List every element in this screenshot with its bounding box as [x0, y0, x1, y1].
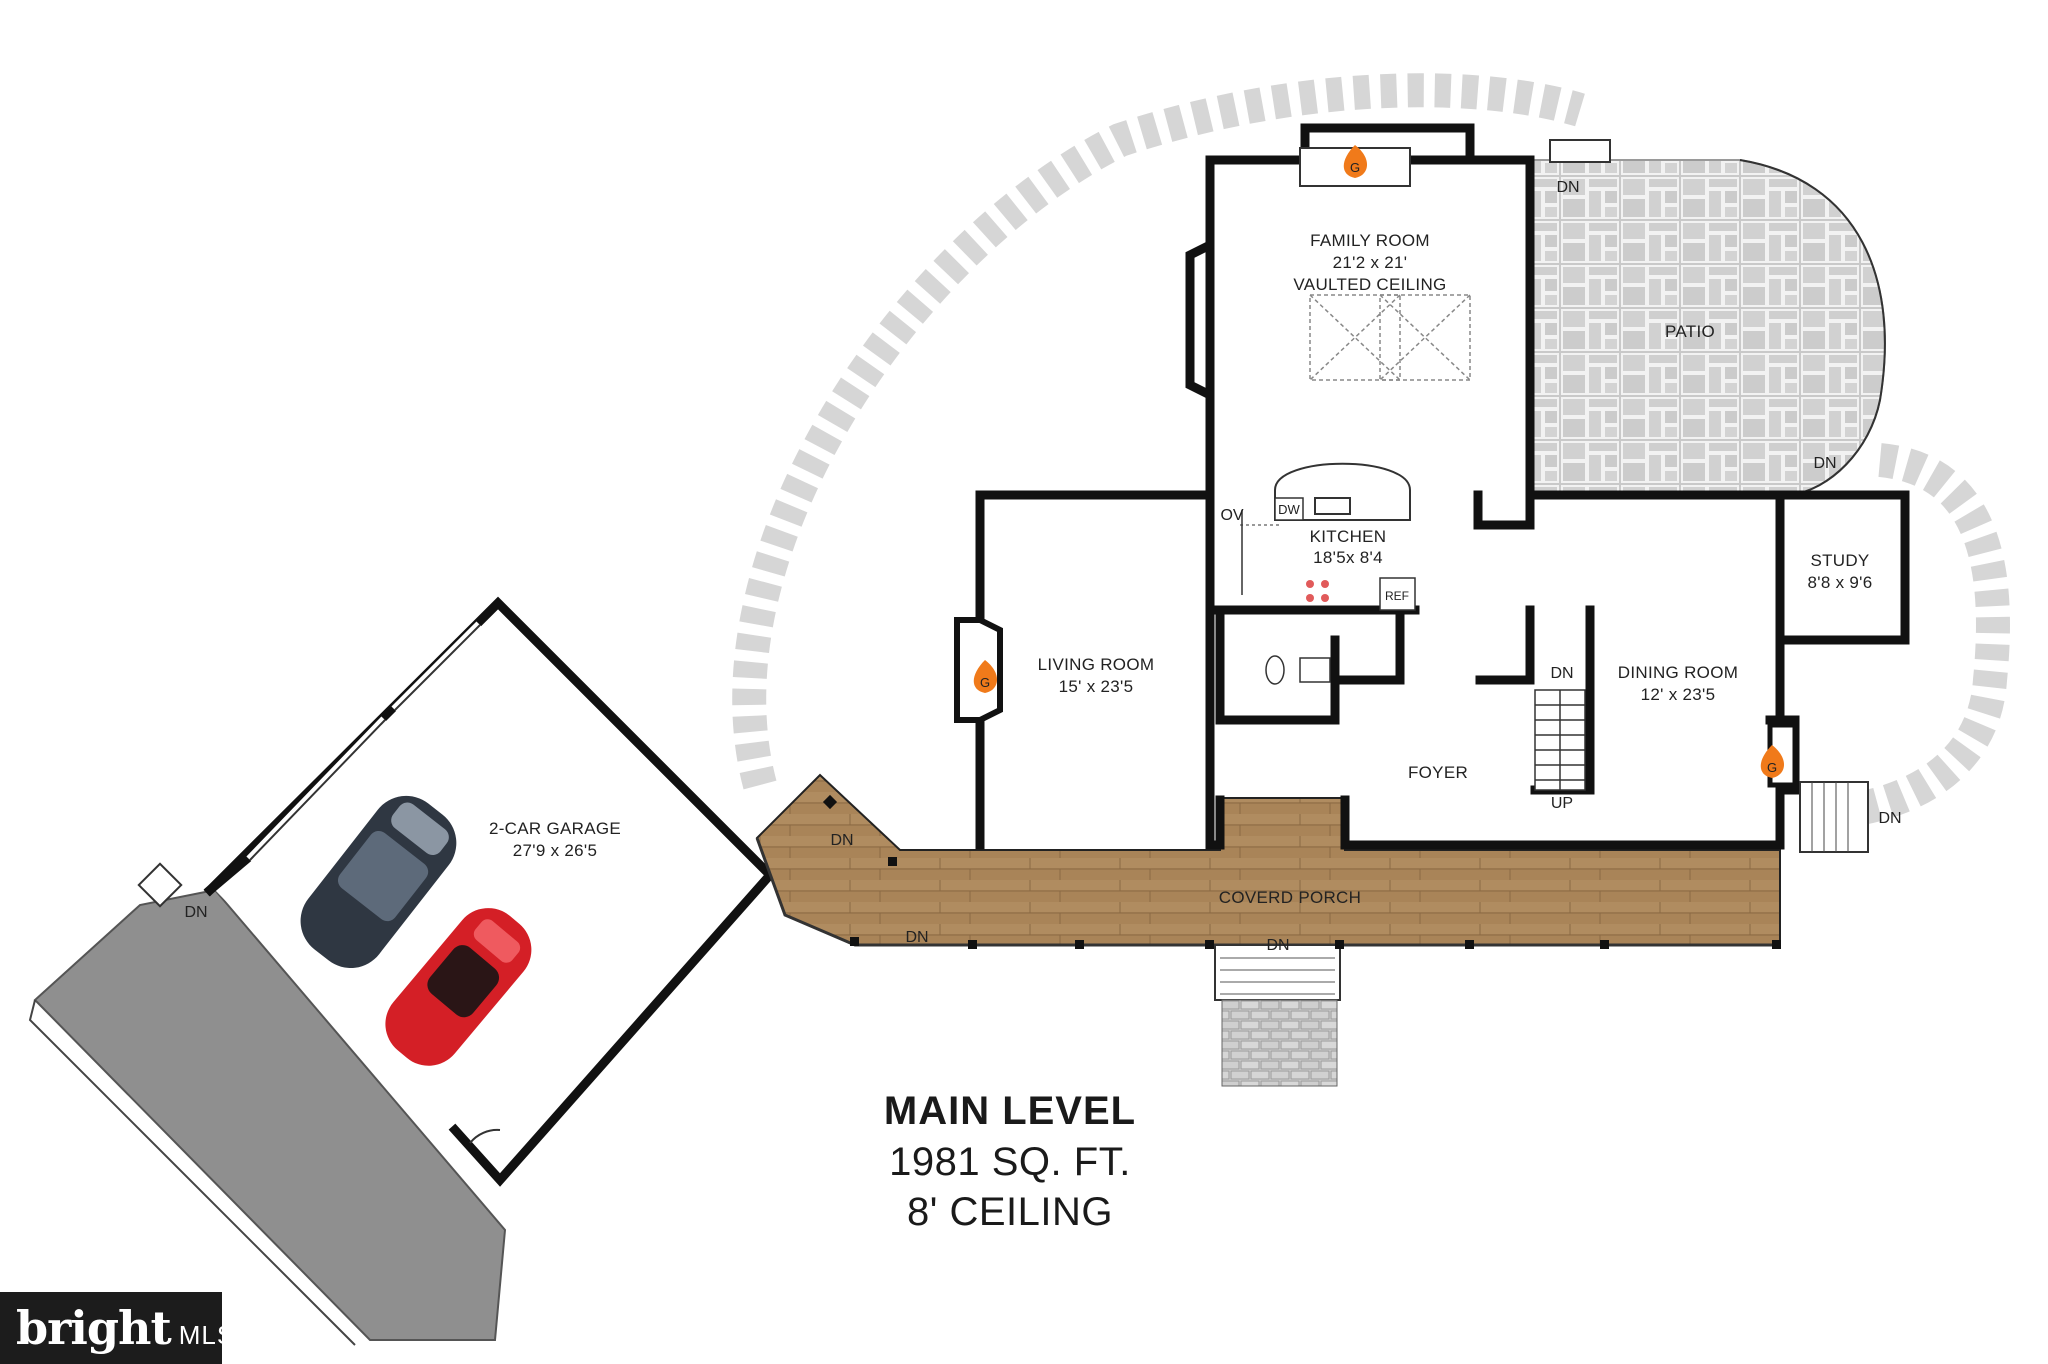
- stair-down-label: DN: [905, 929, 928, 946]
- gas-symbol: G: [1767, 760, 1777, 775]
- stair-down-label: DN: [1550, 665, 1573, 682]
- patio-edge: [1739, 159, 1886, 496]
- family-room-label: FAMILY ROOM: [1310, 231, 1430, 250]
- refrigerator: [1379, 577, 1416, 611]
- mls-watermark-badge: bright MLS: [0, 1292, 234, 1364]
- stair-down-label: DN: [1813, 455, 1836, 472]
- car-red-icon: [385, 908, 532, 1066]
- porch-columns: [822, 794, 1781, 949]
- patio-label: PATIO: [1665, 322, 1715, 341]
- stair-down-label: DN: [184, 904, 207, 921]
- gas-symbol: G: [980, 675, 990, 690]
- oven-label: OV: [1220, 507, 1243, 524]
- living-room-size: 15' x 23'5: [1059, 677, 1134, 696]
- stepping-stone-path-west: [732, 73, 1585, 790]
- family-room-size: 21'2 x 21': [1333, 253, 1408, 272]
- car-dark-icon: [300, 795, 457, 969]
- side-steps: [1799, 781, 1869, 853]
- patio-steps: [1549, 139, 1611, 163]
- kitchen-size: 18'5x 8'4: [1313, 548, 1383, 567]
- dining-room-label: DINING ROOM: [1618, 663, 1738, 682]
- walkway-pavers: [1221, 999, 1338, 1087]
- staircase: [1534, 689, 1586, 791]
- refrigerator-label: REF: [1385, 589, 1409, 603]
- stair-down-label: DN: [1878, 810, 1901, 827]
- porch-label: COVERD PORCH: [1219, 888, 1361, 907]
- stair-down-label: DN: [1266, 937, 1289, 954]
- toilet-icon: [1265, 655, 1285, 685]
- kitchen-label: KITCHEN: [1310, 527, 1387, 546]
- dishwasher-label: DW: [1278, 502, 1300, 517]
- dishwasher: [1274, 497, 1304, 521]
- fireplace-flame-icon: [973, 145, 1785, 778]
- plan-title-block: MAIN LEVEL 1981 SQ. FT. 8' CEILING: [860, 1085, 1160, 1237]
- stepping-stone-path-east: [1847, 443, 2010, 827]
- study-label: STUDY: [1810, 551, 1869, 570]
- sink-icon: [1314, 497, 1351, 515]
- skylights: [1309, 294, 1471, 381]
- garage-label: 2-CAR GARAGE: [489, 819, 621, 838]
- covered-porch: [755, 773, 1781, 946]
- living-room-label: LIVING ROOM: [1038, 655, 1155, 674]
- kitchen-island: [1274, 462, 1411, 521]
- vanity-sink: [1299, 657, 1331, 683]
- badge-brand: bright: [16, 1301, 172, 1355]
- garage-size: 27'9 x 26'5: [513, 841, 597, 860]
- study-size: 8'8 x 9'6: [1808, 573, 1873, 592]
- gas-symbol: G: [1350, 160, 1360, 175]
- front-steps: [1214, 944, 1341, 1001]
- cooktop-icon: [1306, 580, 1329, 602]
- foyer-label: FOYER: [1408, 763, 1468, 782]
- level-title: MAIN LEVEL: [883, 1089, 1137, 1133]
- stair-down-label: DN: [1556, 179, 1579, 196]
- badge-suffix: MLS: [178, 1319, 236, 1350]
- dining-room-size: 12' x 23'5: [1641, 685, 1716, 704]
- driveway: [33, 888, 507, 1341]
- ceiling-height: 8' CEILING: [906, 1190, 1114, 1234]
- stair-up-label: UP: [1551, 795, 1573, 812]
- garage-floor: [215, 603, 770, 1180]
- square-footage: 1981 SQ. FT.: [889, 1140, 1131, 1184]
- family-room-note: VAULTED CEILING: [1293, 275, 1446, 294]
- stair-down-label: DN: [830, 832, 853, 849]
